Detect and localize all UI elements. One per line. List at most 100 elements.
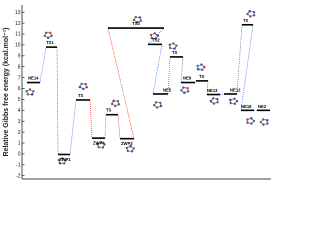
molecule-structure (153, 101, 163, 109)
y-tick-label: 9 (18, 54, 21, 60)
dotted-connector (56, 47, 59, 155)
y-tick-label: 3 (18, 119, 21, 125)
molecule-structure (96, 141, 106, 149)
molecule-structure (209, 97, 219, 105)
atom (47, 36, 50, 40)
dotted-connector (219, 93, 225, 95)
state-label: NE14 (28, 75, 39, 80)
dotted-connector (240, 24, 254, 111)
state-label: ZWP1 (59, 157, 71, 162)
state-label: TS3 (132, 21, 140, 26)
molecule-structure (25, 88, 35, 96)
dotted-connector (117, 114, 121, 139)
atom (266, 119, 269, 122)
y-tick-label: 6 (18, 86, 21, 92)
atom (156, 34, 160, 37)
state-label: ZWP4 (93, 141, 105, 146)
state-label: NE5 (163, 88, 172, 93)
y-tick-label: 4 (18, 108, 21, 114)
y-tick-label: 13 (15, 10, 21, 16)
atom (138, 16, 142, 19)
atom (159, 104, 163, 108)
atom (183, 91, 186, 94)
molecule-structure (57, 157, 67, 165)
atom (96, 143, 99, 146)
state-label: TS (106, 107, 112, 112)
dotted-connector (39, 47, 47, 83)
atom (209, 100, 213, 103)
y-tick-label: 0 (18, 152, 21, 158)
atom (25, 90, 28, 93)
state-label: TS (199, 74, 205, 79)
dotted-connector (167, 56, 171, 94)
atom (58, 162, 62, 165)
state-label: NE2 (258, 104, 267, 109)
state-label: NE16 (241, 104, 252, 109)
atom (85, 86, 88, 89)
atom (246, 121, 249, 124)
state-label: NE9 (183, 76, 192, 81)
dotted-connector (152, 44, 163, 95)
molecule-structure (246, 117, 256, 125)
atom (229, 98, 232, 102)
y-tick-label: 2 (18, 130, 21, 136)
atom (246, 118, 249, 121)
atom (110, 102, 114, 106)
state-label: NE12 (230, 87, 241, 92)
atom (31, 93, 34, 96)
y-tick-label: -1 (16, 163, 21, 169)
state-label: ZWP3 (121, 141, 133, 146)
atom (78, 85, 82, 89)
atom (139, 19, 142, 22)
y-tick-label: 7 (18, 75, 21, 81)
molecule-structure (125, 144, 135, 153)
atom (82, 87, 85, 91)
molecule-structure (229, 97, 239, 106)
state-label: TS (172, 50, 178, 55)
energy-levels (27, 23, 270, 156)
molecule-structures (25, 9, 269, 165)
atom (201, 68, 204, 72)
connectors (39, 24, 257, 155)
y-tick-label: 5 (18, 97, 21, 103)
atom (196, 68, 200, 71)
molecule-structure (149, 32, 160, 40)
dotted-connector (69, 99, 77, 155)
state-label: TS (78, 93, 84, 98)
molecule-structure (43, 31, 53, 40)
molecule-structure (196, 63, 206, 72)
molecule-structure (246, 9, 256, 18)
y-tick-label: 11 (15, 32, 20, 38)
atom (173, 47, 176, 50)
molecule-structure (180, 86, 190, 94)
atom (229, 101, 232, 105)
dotted-connector (107, 27, 135, 139)
molecule-structure (259, 118, 269, 126)
atom (248, 10, 251, 13)
y-tick-label: -2 (16, 173, 21, 179)
state-label: TS (243, 18, 249, 23)
molecule-structure (132, 15, 142, 24)
dotted-connector (236, 24, 243, 95)
y-tick-label: 8 (18, 64, 21, 70)
y-axis-label: Relative Gibbs free energy (kcal.mol⁻¹) (3, 28, 10, 157)
atom (112, 99, 115, 103)
y-tick-label: 1 (18, 141, 21, 147)
atom (117, 103, 121, 106)
state-label: TS1 (46, 40, 54, 45)
molecule-structure (168, 42, 178, 50)
dotted-connector (89, 99, 93, 139)
y-tick-label: 12 (15, 21, 21, 27)
state-label: NE13 (207, 88, 218, 93)
dotted-connector (194, 80, 197, 83)
atom (250, 117, 253, 120)
dotted-connector (104, 114, 107, 139)
molecule-structure (110, 99, 121, 108)
dotted-connector (206, 80, 209, 95)
molecule-structure (78, 82, 88, 91)
atom (129, 144, 132, 148)
dotted-connector (180, 56, 184, 83)
